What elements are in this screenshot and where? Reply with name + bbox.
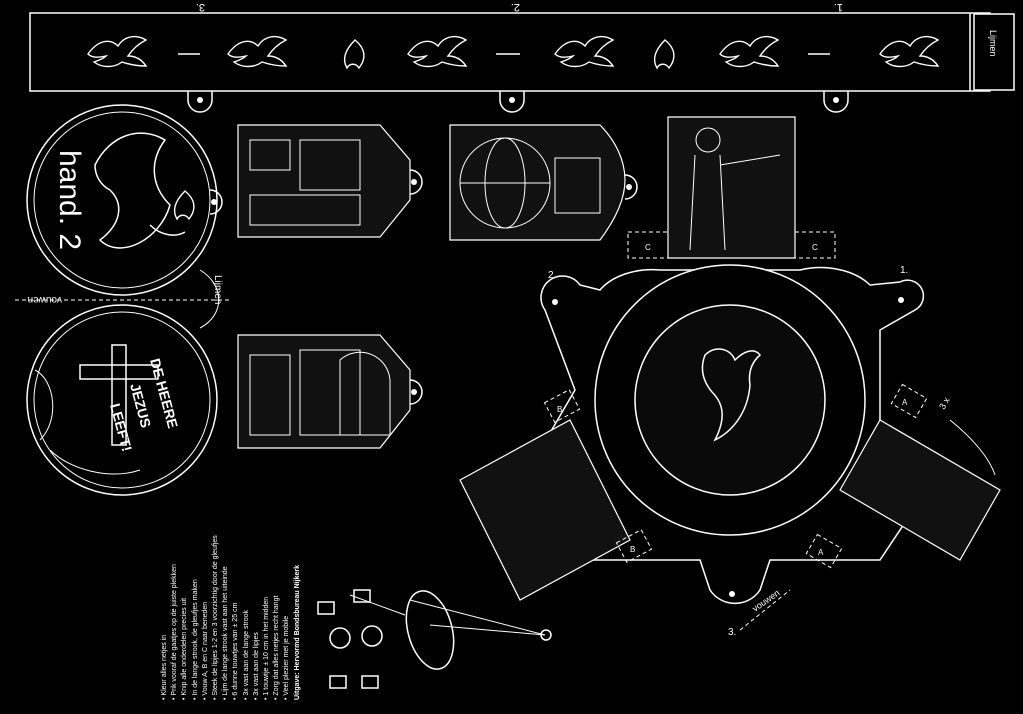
instruction-item: Zorg dat alles netjes recht hangt xyxy=(272,510,282,700)
corner-number-1: 1. xyxy=(900,265,908,276)
instruction-item: 6 dunne touwtjes van ± 25 cm xyxy=(231,510,241,700)
fold-label: vouwen xyxy=(28,294,62,305)
strip-number-3: 3. xyxy=(196,1,205,13)
corner-number-3: 3. xyxy=(728,627,736,638)
strip-number-1: 1. xyxy=(834,1,843,13)
shield-panel xyxy=(237,124,411,238)
strip-doves xyxy=(87,35,939,69)
instruction-item: Kleur alles netjes in xyxy=(160,510,170,700)
flap-letter-c1: C xyxy=(645,243,651,252)
big-dove-icon xyxy=(94,132,186,249)
circle-title: hand. 2 xyxy=(53,150,86,250)
strip-number-2: 2. xyxy=(511,1,520,13)
flap-letter-b2: B xyxy=(630,545,635,554)
strip-tabs xyxy=(187,91,849,113)
flap-letter-a1: A xyxy=(902,398,908,407)
instruction-item: 3x vast aan de lange strook xyxy=(242,510,252,700)
strip-glue-label: Lijmen xyxy=(988,30,998,57)
flap-letter-c2: C xyxy=(812,243,818,252)
figure-panel-top xyxy=(667,116,796,259)
instruction-item: 1 touwtje ± 10 cm in het midden xyxy=(262,510,272,700)
cross-icon xyxy=(79,344,159,446)
repeat-label: 3 x xyxy=(937,395,952,411)
shield-panel xyxy=(237,334,411,449)
publisher-credit: Uitgave: Hervormd Bondsbureau Nijkerk xyxy=(293,565,301,700)
corner-number-2: 2. xyxy=(548,270,556,281)
figure-panel-left xyxy=(459,419,631,601)
instruction-item: Steek de lipjes 1-2 en 3 voorzichtig doo… xyxy=(211,510,221,700)
center-dove-icon xyxy=(701,348,762,442)
long-strip: 3. 2. 1. Lijmen xyxy=(29,1,1015,113)
left-circles: hand. 2 vouwen Lijmen DE HEERE JEZUS LEE… xyxy=(15,104,230,496)
instruction-item: Prik vooraf de gaatjes op de juiste plek… xyxy=(170,510,180,700)
flap-letter-b1: B xyxy=(557,405,562,414)
flap-letter-a2: A xyxy=(818,548,824,557)
instruction-item: Lijm de lange strook vast aan het uitein… xyxy=(221,510,231,700)
instruction-list: Kleur alles netjes in Prik vooraf de gaa… xyxy=(160,510,293,700)
instructions: Kleur alles netjes in Prik vooraf de gaa… xyxy=(160,510,303,700)
instruction-item: Vouw A, B en C naar beneden xyxy=(201,510,211,700)
instruction-item: In de lange strook, de gleufjes maken xyxy=(191,510,201,700)
figure-panel-right xyxy=(839,419,1001,561)
shield-panels xyxy=(237,124,638,449)
mobile-base: C C 2. 1. 3. B B A A 3 x vouwen xyxy=(459,116,1001,638)
instruction-item: 3x vast aan de lipjes xyxy=(252,510,262,700)
assembly-diagram xyxy=(317,589,552,689)
instruction-item: Knip alle onderdelen precies uit xyxy=(180,510,190,700)
instruction-item: Veel plezier met je mobile xyxy=(282,510,292,700)
